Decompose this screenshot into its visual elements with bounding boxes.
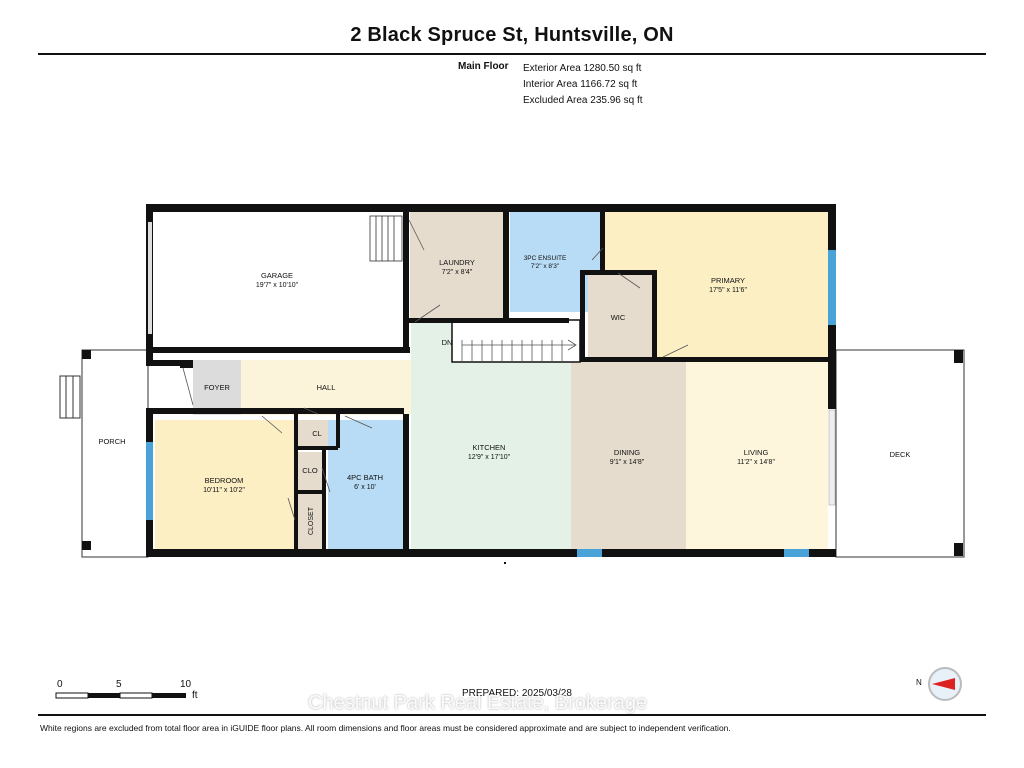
garage-fill <box>151 212 403 349</box>
porch-name: PORCH <box>98 437 125 446</box>
dn-name: DN <box>442 338 453 347</box>
scale-tick-0: 0 <box>57 679 63 690</box>
living-fill <box>686 362 828 549</box>
bath-fill <box>328 420 403 549</box>
hall-name: HALL <box>317 383 336 392</box>
compass-label: N <box>916 678 922 687</box>
windows <box>146 222 836 557</box>
prepared-date: PREPARED: 2025/03/28 <box>462 688 572 699</box>
area-summary: Exterior Area 1280.50 sq ft Interior Are… <box>523 61 643 109</box>
laundry-fill <box>410 212 503 322</box>
closet-name: CLOSET <box>308 506 315 535</box>
laundry-dims: 7'2" x 8'4" <box>442 269 473 276</box>
floor-label: Main Floor <box>458 61 509 72</box>
compass-icon <box>928 667 962 701</box>
bedroom-dims: 10'11" x 10'2" <box>203 487 245 494</box>
closet-fill <box>298 494 322 549</box>
kitchen-dims: 12'9" x 17'10" <box>468 454 511 461</box>
scale-bar <box>55 692 186 699</box>
primary-dims: 17'5" x 11'6" <box>709 287 747 294</box>
primary-name: PRIMARY <box>711 276 745 285</box>
ensuite-fill <box>510 212 600 312</box>
interior-area: Interior Area 1166.72 sq ft <box>523 79 638 90</box>
garage-dims: 19'7" x 10'10" <box>256 282 299 289</box>
dining-dims: 9'1" x 14'8" <box>610 459 645 466</box>
hall-fill <box>241 360 411 415</box>
excluded-area: Excluded Area 235.96 sq ft <box>523 95 643 106</box>
garage-steps <box>369 215 403 262</box>
wic-fill <box>588 275 652 357</box>
exterior-area: Exterior Area 1280.50 sq ft <box>523 63 642 74</box>
porch <box>59 349 149 558</box>
ensuite-dims: 7'2" x 8'3" <box>531 263 560 270</box>
living-name: LIVING <box>744 448 769 457</box>
dining-name: DINING <box>614 448 640 457</box>
header-rule <box>38 53 986 55</box>
room-labels: GARAGE 19'7" x 10'10" LAUNDRY 7'2" x 8'4… <box>98 255 910 535</box>
deck <box>835 349 965 558</box>
garage-name: GARAGE <box>261 271 293 280</box>
posts <box>82 350 963 556</box>
clo-fill <box>298 452 322 490</box>
bath-dims: 6' x 10' <box>354 484 376 491</box>
foyer-fill <box>193 360 241 415</box>
wic-name: WIC <box>611 313 626 322</box>
deck-name: DECK <box>890 450 911 459</box>
room-fills <box>151 212 828 549</box>
ensuite-name: 3PC ENSUITE <box>524 255 567 262</box>
cl-name: CL <box>312 429 322 438</box>
laundry-name: LAUNDRY <box>439 258 475 267</box>
bath-name: 4PC BATH <box>347 473 383 482</box>
scale-tick-10: 10 <box>180 679 192 690</box>
footer-disclaimer: White regions are excluded from total fl… <box>40 723 731 733</box>
stairs-down <box>451 319 581 363</box>
bedroom-fill <box>155 420 294 549</box>
bedroom-name: BEDROOM <box>205 476 244 485</box>
dining-fill <box>571 362 686 549</box>
kitchen-name: KITCHEN <box>473 443 506 452</box>
scale-unit: ft <box>192 690 198 701</box>
page-title: 2 Black Spruce St, Huntsville, ON <box>350 24 674 46</box>
doors <box>182 219 689 521</box>
watermark: Chestnut Park Real Estate, Brokerage <box>308 692 648 714</box>
foyer-name: FOYER <box>204 383 230 392</box>
scale-tick-5: 5 <box>116 679 122 690</box>
living-dims: 11'2" x 14'8" <box>737 459 775 466</box>
clo-name: CLO <box>302 466 318 475</box>
